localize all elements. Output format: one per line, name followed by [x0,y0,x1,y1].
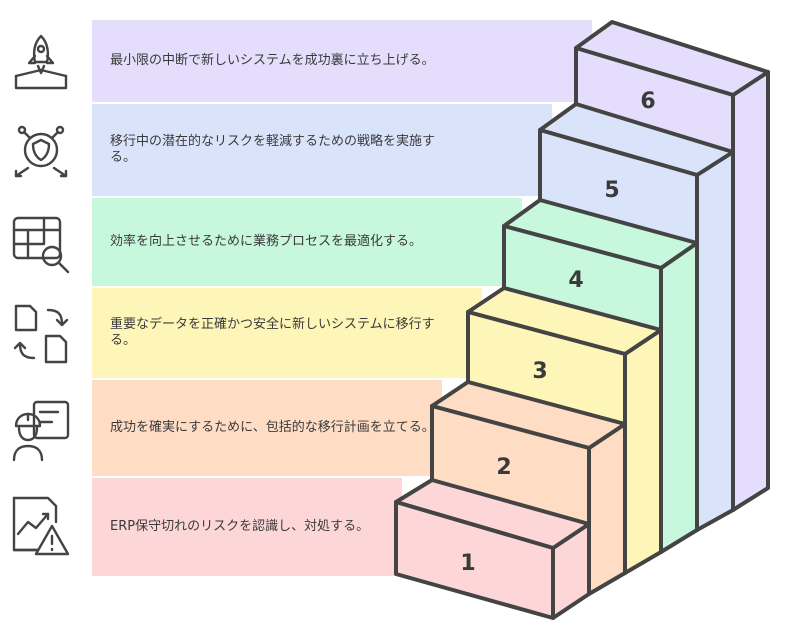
step-6-number: 6 [640,89,655,114]
document-transfer-icon [13,304,69,364]
step-2-number: 2 [496,455,511,480]
step-3-band: 重要なデータを正確かつ安全に新しいシステムに移行する。 [92,288,482,378]
step-6-text: 最小限の中断で新しいシステムを成功裏に立ち上げる。 [110,53,435,68]
step-5-text: 移行中の潜在的なリスクを軽減するための戦略を実施する。 [110,134,436,165]
rocket-launch-icon [14,34,68,90]
engineer-blueprint-icon [12,400,70,462]
step-4-number: 4 [568,268,583,293]
step-5-band: 移行中の潜在的なリスクを軽減するための戦略を実施する。 [92,104,552,196]
chart-warning-icon [12,496,70,556]
step-2-text: 成功を確実にするために、包括的な移行計画を立てる。 [110,420,435,435]
step-1-block [394,478,591,620]
step-6-band: 最小限の中断で新しいシステムを成功裏に立ち上げる。 [92,20,592,102]
step-3-number: 3 [532,359,547,384]
step-1-band: ERP保守切れのリスクを認識し、対処する。 [92,478,402,576]
step-1-text: ERP保守切れのリスクを認識し、対処する。 [110,519,370,534]
step-5-number: 5 [604,178,619,203]
shield-network-icon [14,125,68,178]
step-4-band: 効率を向上させるために業務プロセスを最適化する。 [92,198,522,286]
step-3-text: 重要なデータを正確かつ安全に新しいシステムに移行する。 [110,317,435,348]
step-1-number: 1 [460,551,475,576]
step-4-text: 効率を向上させるために業務プロセスを最適化する。 [110,234,423,249]
step-2-band: 成功を確実にするために、包括的な移行計画を立てる。 [92,380,442,476]
table-search-icon [12,216,70,274]
